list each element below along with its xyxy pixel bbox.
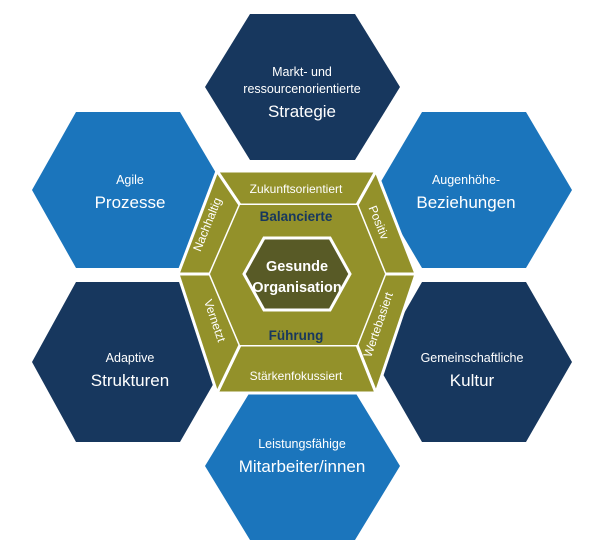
ring-label-bottom: Stärkenfokussiert [250, 369, 343, 383]
strategie-sub-2: ressourcenorientierte [243, 82, 360, 96]
hexagon-beziehungen [376, 112, 572, 268]
kultur-sub: Gemeinschaftliche [421, 351, 524, 365]
core-hexagon [242, 236, 352, 312]
inner-ring [175, 167, 419, 398]
strukturen-sub: Adaptive [106, 351, 155, 365]
ring-title-fuehrung: Führung [269, 328, 324, 343]
prozesse-sub: Agile [116, 173, 144, 187]
hexagon-strukturen [32, 282, 226, 442]
beziehungen-sub: Augenhöhe- [432, 173, 500, 187]
hexagon-kultur [376, 282, 572, 442]
core-line-2: Organisation [252, 280, 341, 296]
core-line-1: Gesunde [266, 259, 328, 275]
prozesse-title: Prozesse [95, 193, 166, 212]
hexagon-strategie [205, 14, 400, 160]
strategie-sub-1: Markt- und [272, 65, 332, 79]
hexagon-mitarbeiter [205, 392, 400, 540]
mitarbeiter-title: Mitarbeiter/innen [239, 457, 366, 476]
beziehungen-title: Beziehungen [416, 193, 515, 212]
mitarbeiter-sub: Leistungsfähige [258, 437, 346, 451]
ring-label-top: Zukunftsorientiert [250, 182, 343, 196]
strategie-title: Strategie [268, 102, 336, 121]
strukturen-title: Strukturen [91, 371, 169, 390]
hexagon-prozesse [32, 112, 226, 268]
ring-title-balancierte: Balancierte [260, 209, 333, 224]
kultur-title: Kultur [450, 371, 495, 390]
